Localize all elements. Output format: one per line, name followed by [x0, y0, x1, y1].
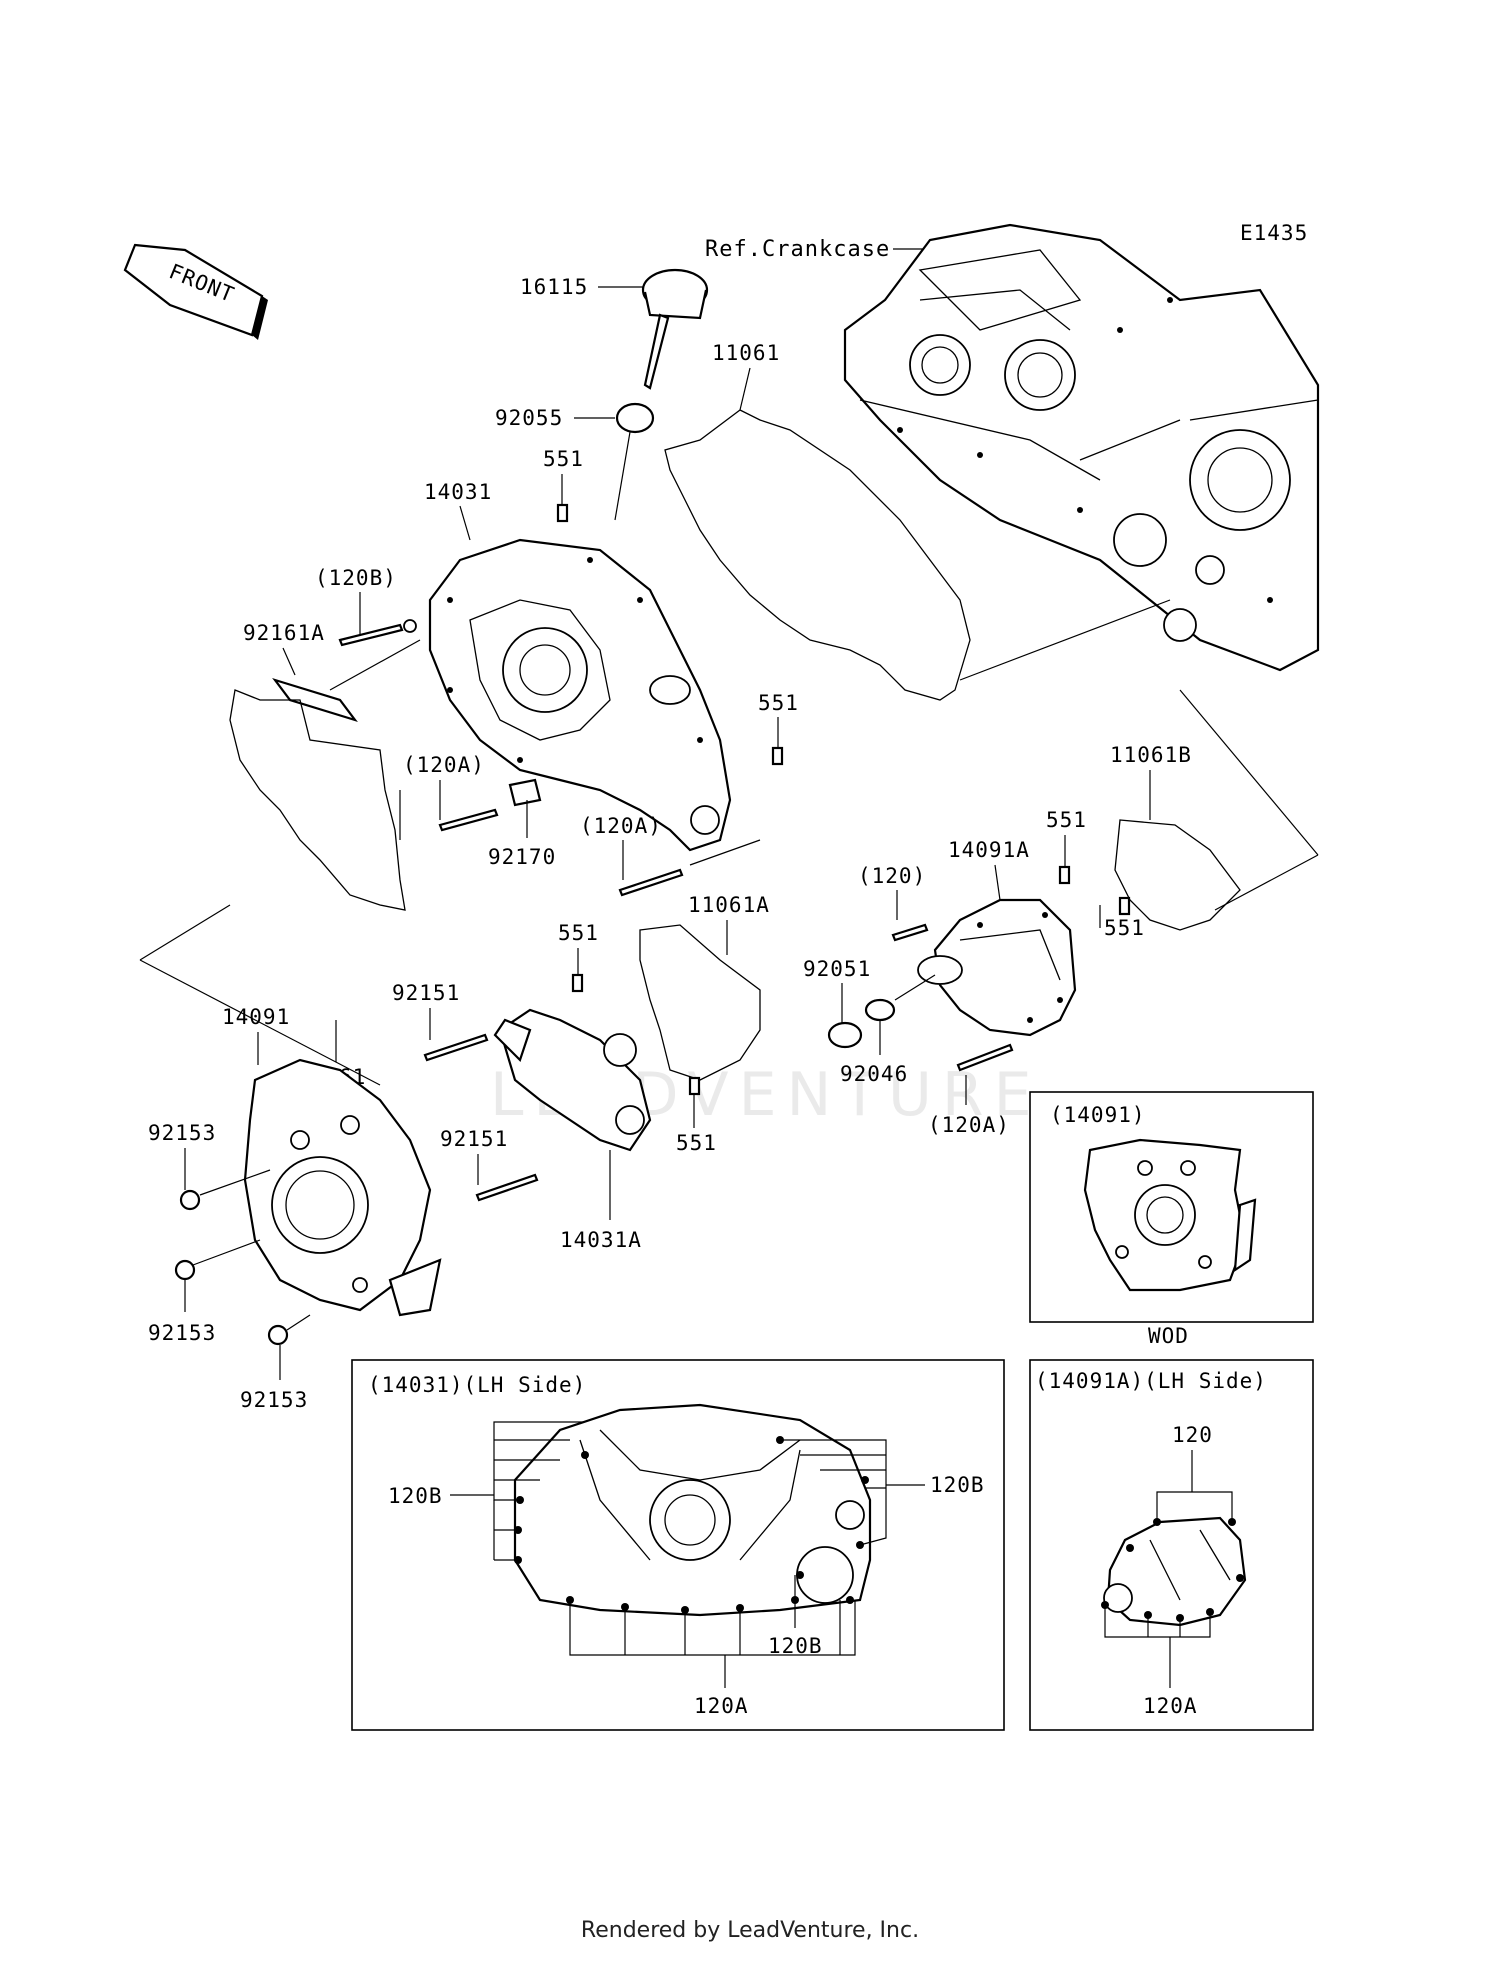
dowel-551-e [571, 973, 584, 993]
screw-92153-a [179, 1189, 201, 1211]
callout-551-c: 551 [1046, 808, 1087, 832]
dowel-551-b [771, 746, 784, 766]
callout-16115: 16115 [520, 275, 588, 299]
inset-14031-label-right: 120B [930, 1473, 985, 1497]
crankcase-reference [843, 223, 1320, 672]
inset-14031-title: (14031)(LH Side) [368, 1373, 586, 1397]
inset-wod-caption: WOD [1148, 1324, 1189, 1348]
dowel-551-a [556, 503, 569, 523]
inset-14091a-label-bottom: 120A [1143, 1694, 1198, 1718]
ref-crankcase-label: Ref.Crankcase [705, 237, 890, 262]
gasket-11061a [639, 924, 761, 1081]
inset-14091a-label-top: 120 [1172, 1423, 1213, 1447]
callout-92170: 92170 [488, 845, 556, 869]
screw-92153-b [174, 1259, 196, 1281]
bracket-92170 [508, 778, 542, 807]
callout-92153-c: 92153 [240, 1388, 308, 1412]
bearing-92046 [864, 998, 896, 1022]
callout-14031a: 14031A [560, 1228, 642, 1252]
gasket-92161 [229, 689, 406, 911]
gasket-11061 [664, 409, 971, 701]
callout-92051: 92051 [803, 957, 871, 981]
callout-551-a: 551 [543, 447, 584, 471]
callout-551-d: 551 [1104, 916, 1145, 940]
inset-14031-label-left: 120B [388, 1484, 443, 1508]
inset-14031-lh: (14031)(LH Side) 120B 120B 120B [351, 1359, 1005, 1731]
gasket-11061b [1114, 819, 1241, 931]
dowel-551-f [688, 1076, 701, 1096]
screw-92153-c [267, 1324, 289, 1346]
bolt-92151-a [423, 1033, 489, 1062]
callout-92153-a: 92153 [148, 1121, 216, 1145]
bolt-120a-b [618, 868, 684, 897]
inset-14031-label-bottom: 120A [694, 1694, 749, 1718]
bolt-120 [891, 923, 929, 942]
dowel-551-c [1058, 865, 1071, 885]
callout-120b: (120B) [315, 566, 397, 590]
bolt-120a-c [956, 1043, 1014, 1072]
callout-92055: 92055 [495, 406, 563, 430]
clutch-cover-14031 [428, 538, 732, 852]
callout-92151-b: 92151 [440, 1127, 508, 1151]
callout-11061b: 11061B [1110, 743, 1192, 767]
inset-wod-title: (14091) [1050, 1103, 1146, 1127]
o-ring-92055 [615, 402, 655, 434]
callout-14091a: 14091A [948, 838, 1030, 862]
callout-551-f: 551 [676, 1131, 717, 1155]
footer-credit: Rendered by LeadVenture, Inc. [580, 1918, 920, 1943]
inset-14091a-lh: (14091A)(LH Side) 120 120A [1029, 1359, 1314, 1731]
front-arrow-icon: FRONT [123, 243, 268, 340]
callout-120: (120) [858, 864, 926, 888]
outer-cover-14091 [243, 1058, 442, 1317]
callout-120a-b: (120A) [580, 814, 662, 838]
bolt-92151-b [475, 1173, 539, 1202]
bolt-120a-a [438, 808, 499, 832]
diagram-code: E1435 [1240, 221, 1308, 245]
callout-92151-a: 92151 [392, 981, 460, 1005]
callout-92161a: 92161A [243, 621, 325, 645]
dowel-551-d [1118, 896, 1131, 916]
callout-92046: 92046 [840, 1062, 908, 1086]
callout-551-e: 551 [558, 921, 599, 945]
callout-11061a: 11061A [688, 893, 770, 917]
callout-551-b: 551 [758, 691, 799, 715]
bolt-120b [338, 623, 404, 647]
inset-14091a-title: (14091A)(LH Side) [1035, 1369, 1267, 1393]
oil-dipstick [641, 268, 709, 390]
seal-92051 [827, 1021, 863, 1049]
cover-14091a [917, 898, 1077, 1037]
pump-cover-14031a [493, 1008, 652, 1152]
callout-14031: 14031 [424, 480, 492, 504]
callout-120a-c: (120A) [928, 1113, 1010, 1137]
callout-120a-a: (120A) [403, 753, 485, 777]
inset-14031-label-mid: 120B [768, 1634, 823, 1658]
inset-14091-wod: (14091) WOD [1029, 1091, 1314, 1348]
gasket-92161a [272, 677, 358, 723]
callout-11061: 11061 [712, 341, 780, 365]
callout-92153-b: 92153 [148, 1321, 216, 1345]
